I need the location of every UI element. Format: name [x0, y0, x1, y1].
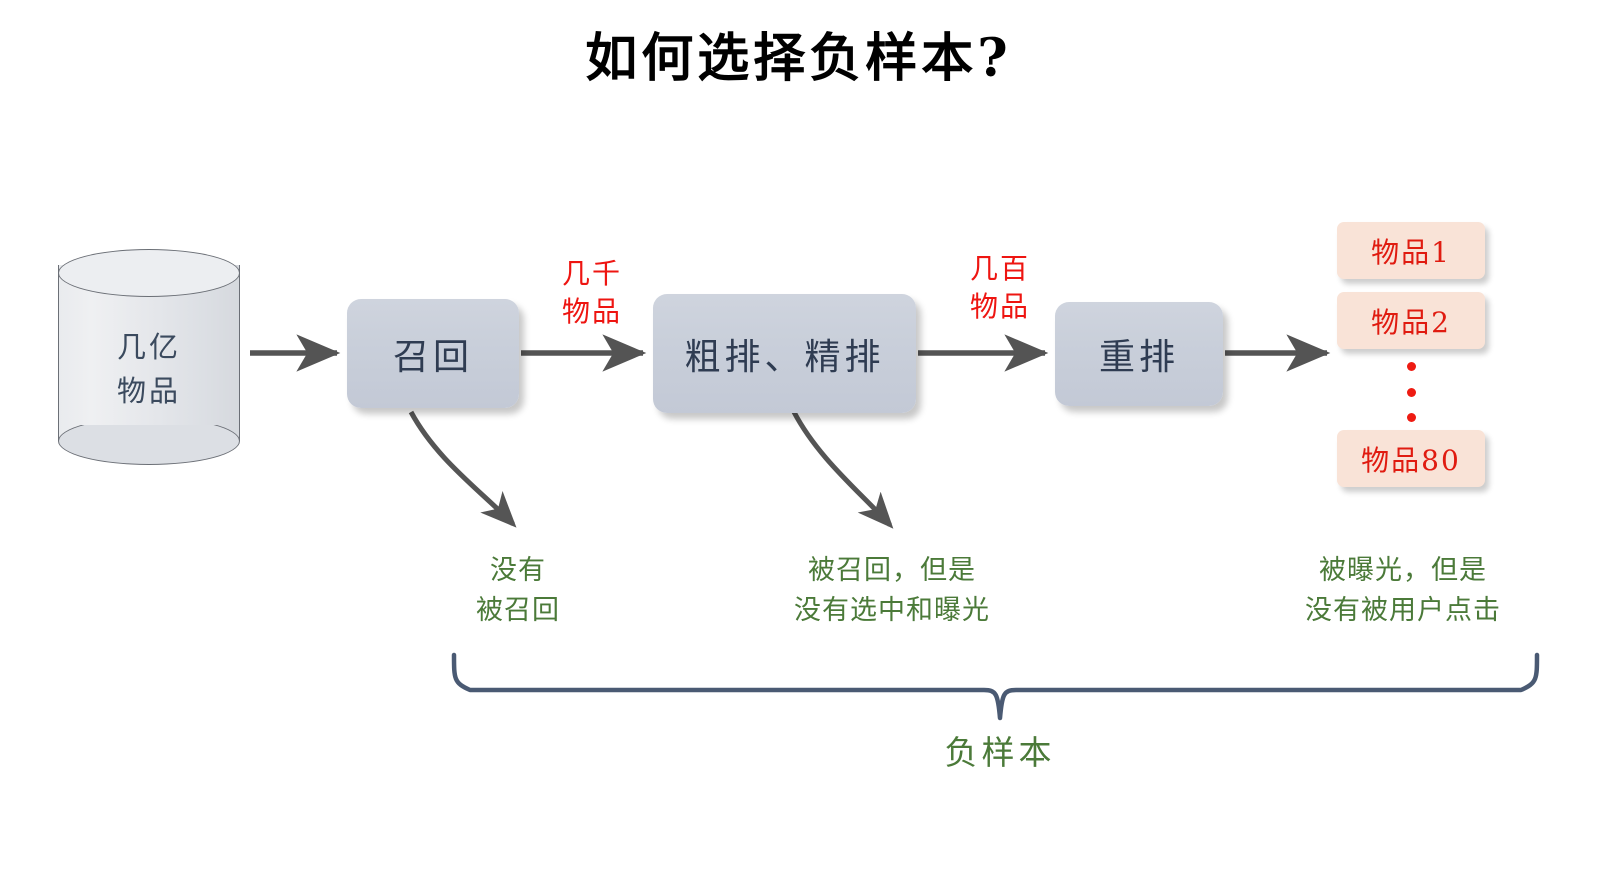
annotation-not-recalled: 没有 被召回 — [476, 555, 560, 626]
negative-sample-bracket-label: 负样本 — [944, 733, 1056, 772]
result-items-ellipsis-icon — [1337, 362, 1485, 422]
result-item-label-1: 物品1 — [1371, 235, 1451, 269]
ellipsis-dot — [1406, 413, 1416, 422]
ellipsis-dot — [1406, 387, 1416, 397]
stage-label-rank: 粗排、精排 — [684, 336, 885, 378]
stage-label-rerank: 重排 — [1098, 337, 1179, 378]
result-item-box-1[interactable]: 物品1 — [1337, 222, 1485, 279]
stage-box-rerank[interactable]: 重排 — [1055, 302, 1223, 406]
result-item-label-2: 物品2 — [1371, 305, 1451, 339]
negative-sample-bracket — [451, 652, 1540, 721]
page-title: 如何选择负样本? — [585, 28, 1012, 89]
stage-box-rank[interactable]: 粗排、精排 — [653, 294, 916, 413]
curved-arrow-not-recalled — [408, 410, 517, 528]
stage-label-recall: 召回 — [392, 336, 473, 378]
ellipsis-dot — [1406, 362, 1416, 371]
result-item-box-2[interactable]: 物品2 — [1337, 292, 1485, 349]
curved-arrow-not-exposed — [791, 410, 894, 529]
cylinder-bottom-mask — [59, 399, 239, 425]
annotation-not-exposed: 被召回，但是 没有选中和曝光 — [794, 555, 990, 626]
flow-count-hundreds: 几百 物品 — [969, 252, 1030, 323]
cylinder-bottom-ellipse — [58, 417, 240, 465]
cylinder-top-ellipse — [58, 249, 240, 297]
source-cylinder: 几亿 物品 — [58, 249, 248, 465]
flow-count-thousands: 几千 物品 — [561, 257, 622, 328]
result-item-box-80[interactable]: 物品80 — [1337, 430, 1485, 487]
annotation-not-clicked: 被曝光，但是 没有被用户点击 — [1305, 555, 1501, 626]
result-item-label-80: 物品80 — [1361, 443, 1461, 477]
annotation-arrows — [408, 410, 894, 529]
stage-box-recall[interactable]: 召回 — [347, 299, 519, 408]
source-label: 几亿 物品 — [116, 330, 181, 408]
